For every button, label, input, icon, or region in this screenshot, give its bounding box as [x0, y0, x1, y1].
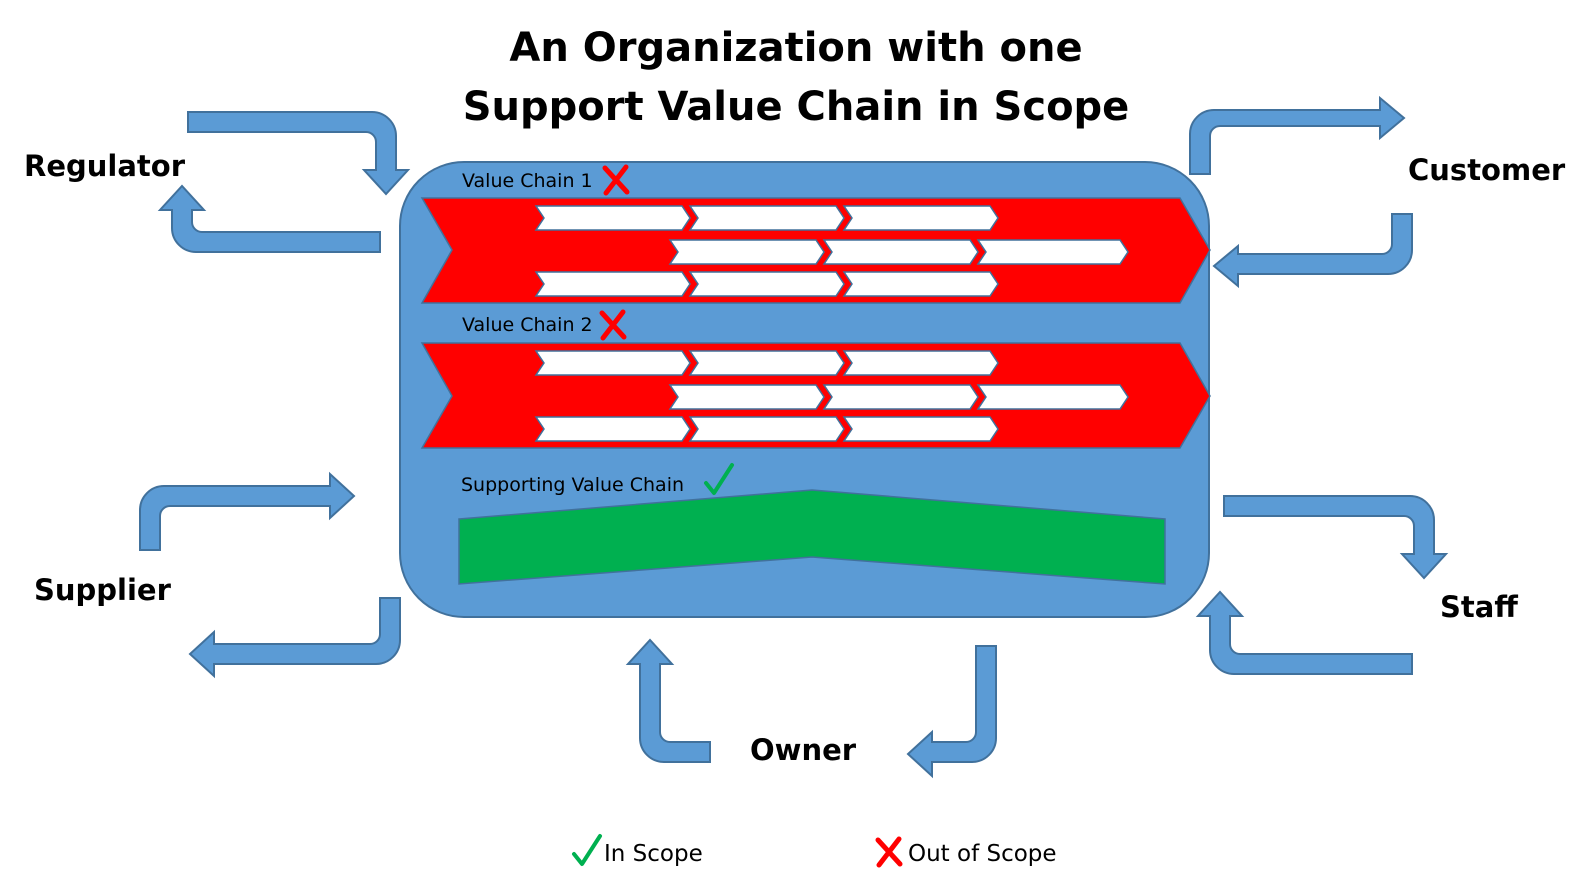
legend-cross-icon	[878, 839, 900, 865]
value-chain-2-label: Value Chain 2	[462, 314, 593, 336]
value-chain-2-step	[688, 350, 845, 376]
value-chain-2-step	[842, 416, 999, 442]
actor-supplier: Supplier	[34, 573, 172, 607]
value-chain-2-step	[688, 416, 845, 442]
legend: In Scope Out of Scope	[572, 834, 1057, 867]
value-chain-2: Value Chain 2	[420, 312, 1211, 449]
supporting-value-chain-band	[458, 489, 1166, 585]
value-chain-1-label: Value Chain 1	[462, 170, 593, 192]
value-chain-1-step	[534, 271, 691, 297]
value-chain-2-steps	[534, 350, 1129, 442]
supporting-value-chain-label: Supporting Value Chain	[461, 474, 684, 496]
flow-arrows	[139, 95, 1449, 779]
staff-inbound-bent-arrow-icon	[1195, 590, 1413, 675]
owner-outbound-bent-arrow-icon	[906, 645, 997, 779]
actor-owner: Owner	[750, 733, 857, 767]
value-chain-1-steps	[534, 205, 1129, 297]
supporting-value-chain: Supporting Value Chain	[458, 463, 1166, 585]
value-chain-2-step	[534, 416, 691, 442]
value-chain-1-step	[976, 239, 1129, 265]
value-chain-1-step	[534, 205, 691, 231]
staff-outbound-bent-arrow-icon	[1223, 495, 1449, 580]
title-line-2: Support Value Chain in Scope	[463, 84, 1130, 130]
value-chain-1-step	[688, 205, 845, 231]
regulator-inbound-bent-arrow-icon	[187, 111, 411, 196]
value-chain-1-step	[688, 271, 845, 297]
value-chain-1-step	[842, 205, 999, 231]
title-line-1: An Organization with one	[509, 25, 1082, 71]
supplier-outbound-bent-arrow-icon	[188, 597, 401, 679]
regulator-outbound-bent-arrow-icon	[157, 184, 381, 253]
value-chain-2-step	[668, 384, 825, 410]
legend-in-scope-label: In Scope	[604, 841, 703, 867]
customer-inbound-bent-arrow-icon	[1212, 213, 1413, 289]
supplier-inbound-bent-arrow-icon	[139, 471, 356, 551]
customer-outbound-bent-arrow-icon	[1189, 95, 1406, 175]
owner-inbound-bent-arrow-icon	[625, 638, 711, 763]
legend-out-of-scope-label: Out of Scope	[908, 841, 1057, 867]
actor-customer: Customer	[1408, 153, 1566, 187]
value-chain-2-step	[822, 384, 979, 410]
value-chain-1-step	[822, 239, 979, 265]
value-chain-1-step	[842, 271, 999, 297]
value-chain-2-step	[534, 350, 691, 376]
value-chain-1-step	[668, 239, 825, 265]
value-chain-2-step	[842, 350, 999, 376]
actor-staff: Staff	[1440, 590, 1518, 624]
value-chain-2-step	[976, 384, 1129, 410]
legend-check-icon	[572, 834, 602, 866]
actor-regulator: Regulator	[24, 149, 186, 183]
value-chain-1: Value Chain 1	[420, 167, 1211, 304]
